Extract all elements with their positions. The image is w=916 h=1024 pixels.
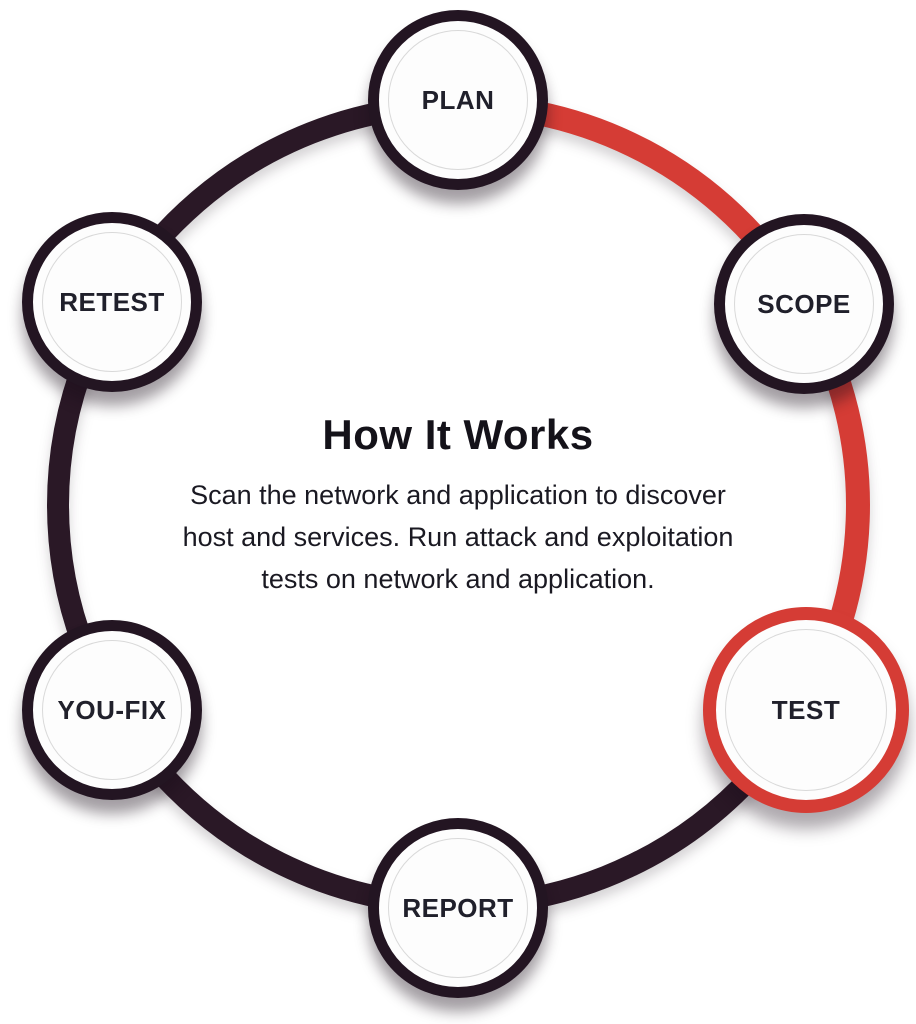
step-you-fix[interactable]: YOU-FIX [22, 620, 202, 800]
step-you-fix-label: YOU-FIX [57, 694, 167, 725]
step-report[interactable]: REPORT [368, 818, 548, 998]
diagram-title: How It Works [322, 411, 594, 459]
step-plan[interactable]: PLAN [368, 10, 548, 190]
step-test-label: TEST [771, 694, 841, 725]
step-retest[interactable]: RETEST [22, 212, 202, 392]
step-test[interactable]: TEST [703, 607, 909, 813]
step-report-label: REPORT [402, 892, 514, 923]
step-plan-label: PLAN [421, 84, 495, 115]
center-text: How It Works Scan the network and applic… [168, 411, 748, 601]
step-scope-label: SCOPE [757, 288, 851, 319]
step-scope[interactable]: SCOPE [714, 214, 894, 394]
diagram-description: Scan the network and application to disc… [182, 480, 734, 594]
step-retest-label: RETEST [59, 286, 165, 317]
